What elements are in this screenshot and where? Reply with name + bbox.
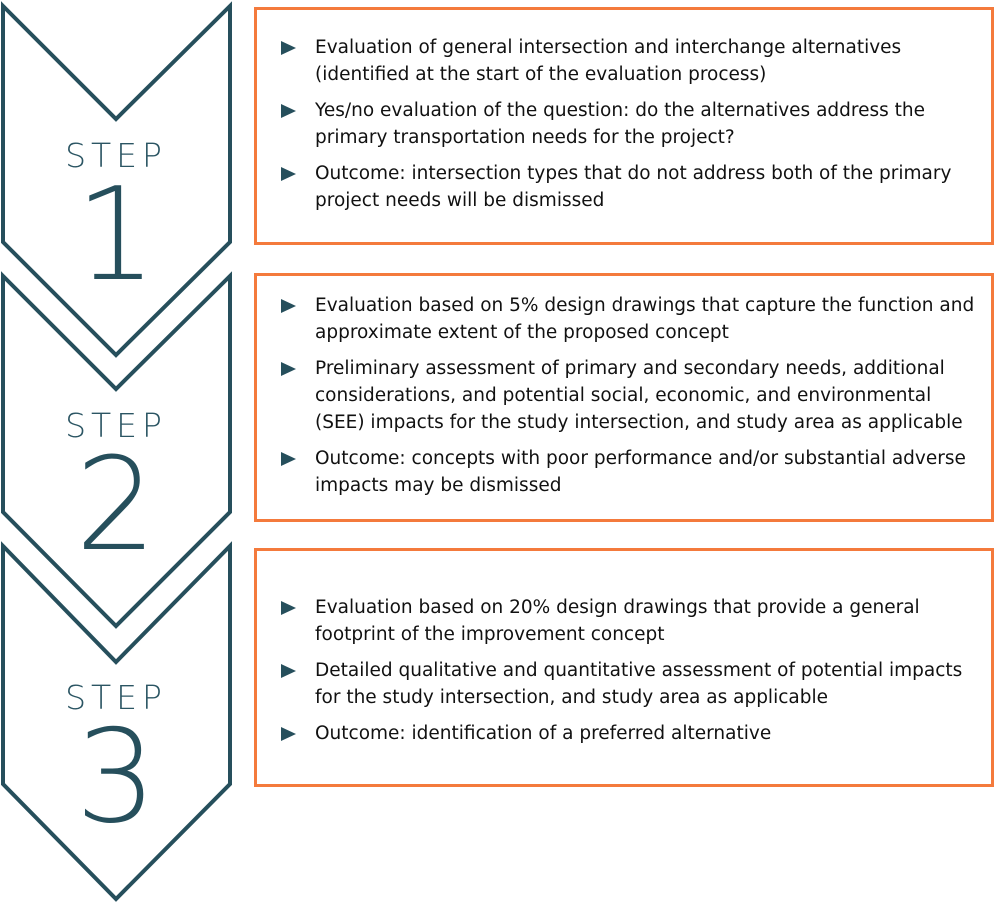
chevron-arrows <box>0 1 232 902</box>
bullet-text: Evaluation based on 20% design drawings … <box>315 597 920 645</box>
list-item: Yes/no evaluation of the question: do th… <box>277 97 981 151</box>
list-item: Detailed qualitative and quantitative as… <box>277 657 981 711</box>
step-2-number: 2 <box>75 431 157 580</box>
step-3-label: STEP <box>65 678 167 717</box>
triangle-bullet-icon <box>281 167 296 181</box>
triangle-bullet-icon <box>281 299 296 313</box>
list-item: Evaluation of general intersection and i… <box>277 34 981 88</box>
triangle-bullet-icon <box>281 601 296 615</box>
step-1-label: STEP <box>65 136 167 175</box>
triangle-bullet-icon <box>281 452 296 466</box>
triangle-bullet-icon <box>281 664 296 678</box>
step-1-number: 1 <box>75 161 157 310</box>
list-item: Evaluation based on 20% design drawings … <box>277 594 981 648</box>
list-item: Outcome: intersection types that do not … <box>277 160 981 214</box>
bullet-text: Evaluation based on 5% design drawings t… <box>315 295 975 343</box>
bullet-text: Evaluation of general intersection and i… <box>315 37 902 85</box>
bullet-text: Outcome: intersection types that do not … <box>315 163 952 211</box>
list-item: Evaluation based on 5% design drawings t… <box>277 292 981 346</box>
step-1-box: Evaluation of general intersection and i… <box>254 7 994 245</box>
bullet-text: Detailed qualitative and quantitative as… <box>315 660 963 708</box>
list-item: Outcome: concepts with poor performance … <box>277 445 981 499</box>
bullet-text: Preliminary assessment of primary and se… <box>315 358 963 433</box>
triangle-bullet-icon <box>281 41 296 55</box>
step-3-box: Evaluation based on 20% design drawings … <box>254 548 994 787</box>
list-item: Preliminary assessment of primary and se… <box>277 355 981 436</box>
step-2-box: Evaluation based on 5% design drawings t… <box>254 273 994 522</box>
bullet-text: Outcome: concepts with poor performance … <box>315 448 966 496</box>
chevron-step-1 <box>1 1 232 358</box>
list-item: Outcome: identification of a preferred a… <box>277 720 981 747</box>
step-2-label: STEP <box>65 406 167 445</box>
chevron-step-2 <box>1 271 232 629</box>
bullet-text: Yes/no evaluation of the question: do th… <box>315 100 926 148</box>
triangle-bullet-icon <box>281 104 296 118</box>
triangle-bullet-icon <box>281 727 296 741</box>
bullet-text: Outcome: identification of a preferred a… <box>315 723 772 744</box>
triangle-bullet-icon <box>281 362 296 376</box>
step-3-number: 3 <box>75 703 157 852</box>
chevron-step-3 <box>0 541 232 902</box>
